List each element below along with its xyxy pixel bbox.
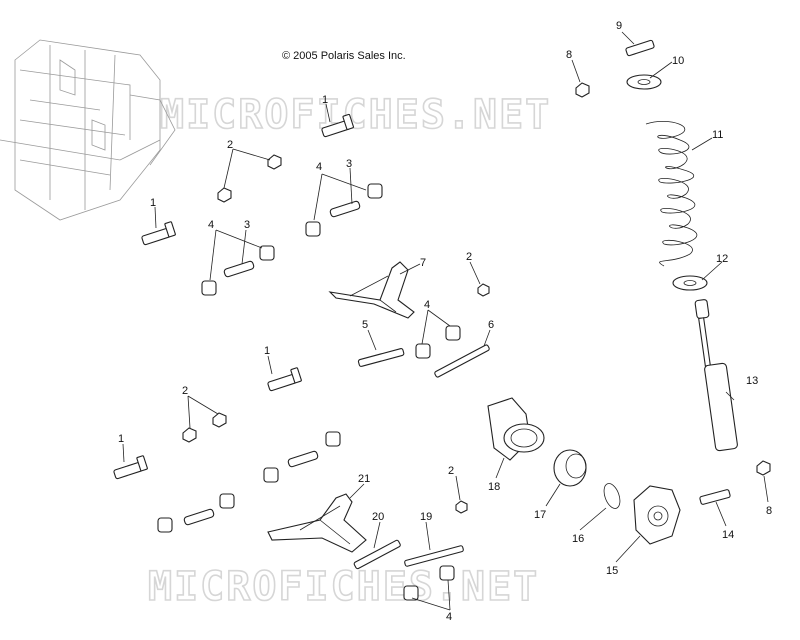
- callout-14: 14: [722, 529, 734, 541]
- nut-2e: [212, 412, 227, 428]
- bushing-set-lower-center: [263, 431, 341, 483]
- callout-15: 15: [606, 565, 618, 577]
- callout-1-lower: 1: [118, 433, 124, 445]
- callout-2-low: 2: [448, 465, 454, 477]
- callout-3-left: 3: [244, 219, 250, 231]
- washer-12: [672, 275, 708, 291]
- nut-2a: [217, 187, 232, 203]
- bolt-14: [699, 489, 731, 505]
- pin-19: [404, 545, 464, 567]
- callout-13: 13: [746, 375, 758, 387]
- lower-control-arm-21: [267, 493, 367, 553]
- callout-4-top: 4: [316, 161, 322, 173]
- callout-1-mid: 1: [264, 345, 270, 357]
- callout-1-left: 1: [150, 197, 156, 209]
- callout-4-left: 4: [208, 219, 214, 231]
- washer-10: [626, 74, 662, 90]
- hub-15: [633, 485, 681, 545]
- bolt-20: [353, 539, 401, 570]
- callout-7: 7: [420, 257, 426, 269]
- callout-12: 12: [716, 253, 728, 265]
- callout-20: 20: [372, 511, 384, 523]
- snap-ring-16: [603, 483, 621, 509]
- callout-2-top: 2: [227, 139, 233, 151]
- callout-18: 18: [488, 481, 500, 493]
- callout-1-top: 1: [322, 94, 328, 106]
- callout-19: 19: [420, 511, 432, 523]
- copyright-text: © 2005 Polaris Sales Inc.: [282, 50, 406, 62]
- bushing-set-lower-left: [157, 493, 235, 533]
- callout-16: 16: [572, 533, 584, 545]
- bearing-carrier-18: [487, 397, 545, 461]
- callout-6: 6: [488, 319, 494, 331]
- pin-6: [434, 344, 490, 378]
- callout-3-top: 3: [346, 158, 352, 170]
- watermark-top: MICROFICHES.NET: [160, 92, 551, 138]
- bolt-9: [625, 39, 655, 57]
- callout-4-bottom: 4: [446, 611, 452, 623]
- callout-4-mid: 4: [424, 299, 430, 311]
- shock-absorber-13: [694, 299, 738, 452]
- nut-2f: [455, 500, 468, 514]
- bushing-set-middle: [415, 325, 461, 359]
- callout-11: 11: [712, 129, 723, 141]
- callout-9: 9: [616, 20, 622, 32]
- callout-10: 10: [672, 55, 684, 67]
- vehicle-frame-illustration: [0, 39, 176, 221]
- bolt-1a: [321, 113, 355, 138]
- leader-lines: [122, 31, 769, 611]
- callout-8-top: 8: [566, 49, 572, 61]
- watermark-bottom: MICROFICHES.NET: [148, 564, 539, 610]
- bolt-1d: [113, 455, 148, 480]
- bushing-set-upper-left: [201, 245, 275, 296]
- bolt-5: [357, 348, 405, 367]
- nut-2b: [267, 154, 282, 170]
- bushing-set-bottom: [403, 565, 455, 601]
- spring-11: [645, 121, 698, 267]
- callout-17: 17: [534, 509, 546, 521]
- callout-5: 5: [362, 319, 368, 331]
- nut-2c: [477, 283, 490, 297]
- callout-8-lower: 8: [766, 505, 772, 517]
- callout-2-mid: 2: [466, 251, 472, 263]
- nut-2d: [182, 427, 197, 443]
- callout-labels: 1 2 3 4 1 4 3 2 7 4 5 6 1 2 1 2 21 20 19…: [118, 20, 772, 623]
- bolt-1c: [267, 367, 302, 392]
- bushing-set-upper-right: [305, 183, 383, 237]
- nut-8b: [756, 460, 771, 476]
- nut-8a: [575, 82, 590, 98]
- bearing-17: [553, 449, 587, 487]
- upper-control-arm-7: [328, 261, 415, 319]
- callout-2-lower: 2: [182, 385, 188, 397]
- callout-21: 21: [358, 473, 370, 485]
- bolt-1b: [141, 221, 176, 246]
